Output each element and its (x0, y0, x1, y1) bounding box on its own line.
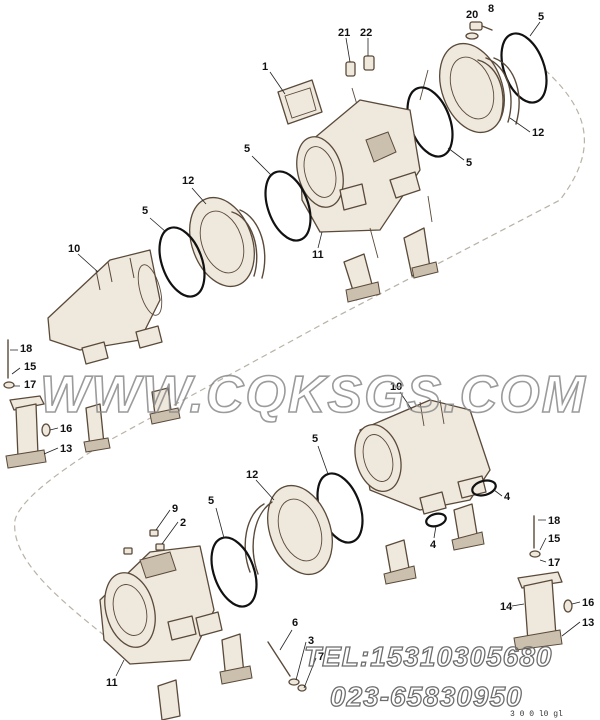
o-ring-left (158, 226, 206, 298)
callout-18-left: 18 (20, 343, 32, 355)
seal-ring-4b (425, 512, 447, 528)
bellows-12-bottom (244, 484, 333, 576)
callout-5-upper-mid: 5 (466, 157, 472, 169)
watermark-text: WWW.CQKSGS.COM (40, 366, 587, 424)
callout-6: 6 (292, 617, 298, 629)
o-ring-mid (264, 170, 312, 242)
support-stand-right (513, 515, 573, 651)
callout-labels: 1 21 22 20 8 5 12 5 5 12 5 11 10 18 15 1… (10, 3, 594, 689)
callout-12-top-right: 12 (532, 127, 544, 139)
bracket-bottom-3 (219, 633, 253, 685)
bracket-bottom-4 (157, 679, 181, 720)
bottom-assembly (99, 399, 573, 720)
bracket-top-4 (149, 387, 181, 425)
exhaust-manifold-10-bottom (354, 399, 491, 515)
callout-5-mid: 5 (244, 143, 250, 155)
callout-10-top: 10 (68, 243, 80, 255)
callout-16-left: 16 (60, 423, 72, 435)
bracket-bottom-1 (383, 539, 417, 585)
exhaust-manifold-10-top (47, 249, 163, 365)
bracket-top-3 (83, 403, 111, 453)
callout-11-top: 11 (312, 249, 324, 261)
callout-4-b: 4 (430, 539, 437, 551)
callout-14: 14 (500, 601, 513, 613)
top-assembly (3, 21, 548, 469)
bolts-9-2 (123, 529, 165, 555)
callout-13-right: 13 (582, 617, 594, 629)
callout-5-top-right: 5 (538, 11, 544, 23)
callout-20: 20 (466, 9, 478, 21)
callout-18-right: 18 (548, 515, 560, 527)
callout-12-bottom: 12 (246, 469, 258, 481)
nut-studs-21-22 (345, 55, 429, 109)
seal-ring-4a (471, 479, 497, 497)
callout-9: 9 (172, 503, 178, 515)
o-ring-bottom-left (210, 536, 258, 608)
turbo-housing-11-top (296, 99, 421, 233)
contact-phone: 023-65830950 (330, 681, 523, 712)
bellows-12-mid (189, 196, 266, 288)
callout-16-right: 16 (582, 597, 594, 609)
callout-17-right: 17 (548, 557, 560, 569)
callout-15-left: 15 (24, 361, 36, 373)
bolt-6-3-7 (267, 641, 307, 692)
gasket-plate-1 (277, 79, 323, 125)
callout-15-right: 15 (548, 533, 560, 545)
callout-3: 3 (308, 635, 314, 647)
callout-5-bottom-left: 5 (208, 495, 214, 507)
bracket-bottom-2 (451, 503, 485, 551)
contact-tel: TEL:15310305680 (304, 641, 553, 672)
assembly-outline (14, 69, 585, 641)
callout-21: 21 (338, 27, 350, 39)
callout-12-mid: 12 (182, 175, 194, 187)
bracket-top-1 (403, 195, 439, 279)
callout-10-bottom: 10 (390, 381, 402, 393)
callout-5-left: 5 (142, 205, 148, 217)
drawing-ref-code: 3 0 0 l0 gl (510, 710, 563, 719)
bolt-8-washer-20 (465, 21, 493, 40)
callout-1: 1 (262, 61, 268, 73)
callout-2: 2 (180, 517, 186, 529)
bracket-top-2 (343, 227, 381, 303)
support-stand-left (3, 339, 51, 469)
callout-11-bottom: 11 (106, 677, 118, 689)
bellows-12-top-right (439, 42, 520, 134)
callout-17-left: 17 (24, 379, 36, 391)
callout-5-bottom-right: 5 (312, 433, 318, 445)
turbo-housing-11-bottom (99, 545, 223, 665)
callout-4-a: 4 (504, 491, 511, 503)
callout-8: 8 (488, 3, 494, 15)
callout-13-left: 13 (60, 443, 72, 455)
callout-7: 7 (318, 651, 324, 663)
callout-22: 22 (360, 27, 372, 39)
